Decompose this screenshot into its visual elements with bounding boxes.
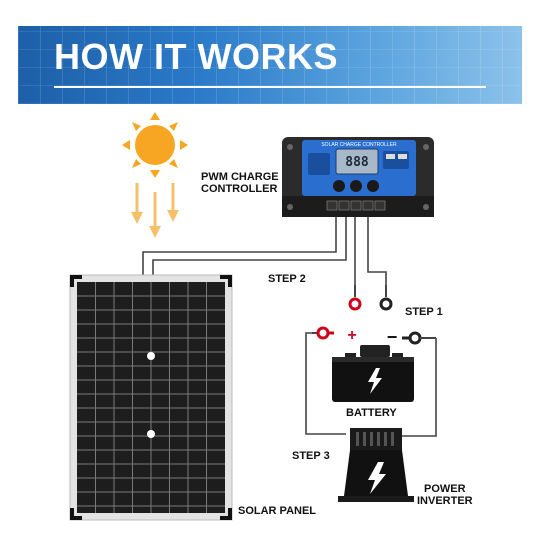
step1-terminals: [348, 285, 393, 311]
solar-panel-label: SOLAR PANEL: [238, 505, 317, 517]
step3-label: STEP 3: [292, 450, 330, 462]
banner-underline: [54, 86, 486, 88]
battery-icon: [332, 345, 414, 402]
banner-title: HOW IT WORKS: [54, 36, 338, 77]
header-banner: HOW IT WORKS: [18, 26, 522, 104]
inverter-label-line1: POWER: [424, 483, 466, 495]
controller-display-text: 888: [345, 155, 369, 170]
battery-plus-sign: +: [347, 327, 356, 344]
step2-label: STEP 2: [268, 273, 306, 285]
solar-panel-icon: [69, 274, 233, 521]
charge-controller: [282, 137, 434, 217]
controller-label: PWM CHARGE CONTROLLER: [201, 171, 279, 195]
battery-terminals: [312, 326, 436, 345]
step1-label: STEP 1: [405, 306, 443, 318]
banner-background: [18, 26, 522, 104]
controller-label-line2: CONTROLLER: [201, 183, 278, 195]
battery-label: BATTERY: [346, 407, 397, 419]
wires: [142, 216, 437, 437]
controller-label-line1: PWM CHARGE: [201, 171, 279, 183]
sunlight-arrows-icon: [131, 183, 179, 238]
sun-icon: [122, 112, 188, 178]
controller-panel-text: SOLAR CHARGE CONTROLLER: [321, 142, 397, 148]
battery-minus-sign: −: [387, 327, 398, 347]
inverter-label: POWER INVERTER: [417, 483, 473, 507]
power-inverter-icon: [338, 428, 414, 502]
inverter-label-line2: INVERTER: [417, 495, 473, 507]
